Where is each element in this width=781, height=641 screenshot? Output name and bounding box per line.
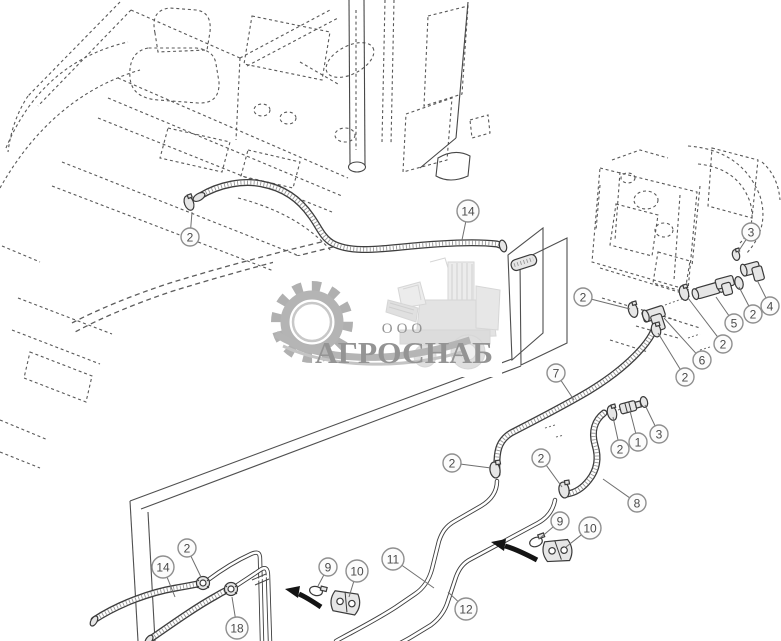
- svg-text:14: 14: [156, 560, 170, 574]
- small-clamp: [308, 585, 328, 597]
- callout-8: 8: [602, 478, 647, 513]
- svg-text:2: 2: [720, 337, 727, 351]
- svg-text:2: 2: [187, 230, 194, 244]
- svg-text:14: 14: [461, 204, 475, 218]
- callout-18: 18: [225, 596, 249, 640]
- callout-2: 2: [657, 332, 695, 387]
- callout-11: 11: [381, 547, 435, 589]
- svg-text:11: 11: [387, 552, 400, 566]
- watermark-org-name: АГРОСНАБ: [315, 335, 493, 370]
- hose-14-top: [192, 179, 508, 254]
- callout-14: 14: [456, 199, 480, 241]
- callout-7: 7: [546, 363, 575, 401]
- svg-text:2: 2: [580, 290, 587, 304]
- hoses-14-front: [89, 579, 237, 641]
- callout-2: 2: [180, 211, 200, 247]
- svg-text:5: 5: [731, 316, 738, 330]
- callout-4: 4: [756, 279, 780, 316]
- hose-clamp: [489, 459, 502, 479]
- elbow-fitting: [739, 261, 765, 282]
- callout-3: 3: [644, 404, 669, 444]
- hose-8: [563, 409, 608, 498]
- svg-text:2: 2: [449, 456, 456, 470]
- svg-text:2: 2: [538, 451, 545, 465]
- callout-5: 5: [715, 296, 744, 333]
- callout-2: 2: [442, 453, 492, 473]
- svg-text:10: 10: [583, 521, 597, 535]
- direction-arrows: [285, 539, 539, 610]
- direction-arrow-left: [285, 586, 323, 610]
- hose-clamp: [639, 396, 649, 408]
- callout-6: 6: [663, 317, 712, 370]
- svg-text:2: 2: [750, 307, 757, 321]
- fittings: [183, 193, 765, 616]
- rubber-mount: [542, 538, 573, 563]
- hose-clamp: [627, 300, 639, 318]
- callout-2: 2: [573, 287, 631, 310]
- callout-3: 3: [737, 222, 761, 253]
- callout-2: 2: [687, 297, 733, 354]
- callout-10: 10: [345, 559, 369, 598]
- callout-2: 2: [738, 286, 763, 324]
- svg-text:12: 12: [459, 602, 473, 616]
- ferrule-fitting: [195, 575, 211, 591]
- svg-text:1: 1: [635, 435, 642, 449]
- svg-text:3: 3: [748, 225, 755, 239]
- hose-clamp: [731, 247, 741, 261]
- svg-text:18: 18: [230, 621, 244, 635]
- clamp-sleeve: [510, 253, 538, 272]
- svg-text:9: 9: [325, 560, 332, 574]
- svg-text:10: 10: [350, 564, 364, 578]
- callout-2: 2: [177, 538, 202, 578]
- rubber-mount: [330, 590, 361, 616]
- callout-12: 12: [447, 591, 478, 621]
- small-clamp: [529, 532, 546, 548]
- callout-14: 14: [151, 555, 176, 598]
- svg-text:7: 7: [553, 366, 560, 380]
- svg-text:6: 6: [699, 353, 706, 367]
- svg-text:9: 9: [557, 514, 564, 528]
- hose-7: [493, 313, 661, 478]
- callout-1: 1: [628, 410, 648, 452]
- direction-arrow-middle: [491, 539, 539, 563]
- tee-fitting: [714, 274, 735, 297]
- callout-10: 10: [565, 516, 602, 548]
- heater-pipes: [333, 478, 558, 641]
- ferrule-fitting: [223, 581, 239, 597]
- panel-drawing: [129, 226, 568, 641]
- tractor-cab-drawing: [0, 0, 491, 469]
- watermark-org-prefix: ООО: [382, 321, 427, 337]
- callout-2: 2: [531, 448, 563, 488]
- callout-2: 2: [610, 416, 630, 459]
- svg-text:2: 2: [617, 442, 624, 456]
- hose-clamp: [650, 321, 662, 338]
- watermark: ООО АГРОСНАБ: [271, 256, 502, 377]
- svg-text:4: 4: [767, 299, 774, 313]
- svg-text:2: 2: [184, 541, 191, 555]
- svg-text:8: 8: [634, 496, 641, 510]
- harvester-icon: [385, 257, 501, 370]
- callout-9: 9: [317, 557, 338, 587]
- hose-clamp: [183, 193, 195, 211]
- svg-text:2: 2: [682, 370, 689, 384]
- hose-clamp: [678, 283, 690, 301]
- svg-text:3: 3: [656, 427, 663, 441]
- pipe-ends-front: [205, 550, 273, 641]
- hose-clamp: [734, 276, 744, 290]
- callout-9: 9: [538, 511, 570, 540]
- hose-clamp: [606, 403, 618, 421]
- swoosh-decoration: [274, 331, 472, 366]
